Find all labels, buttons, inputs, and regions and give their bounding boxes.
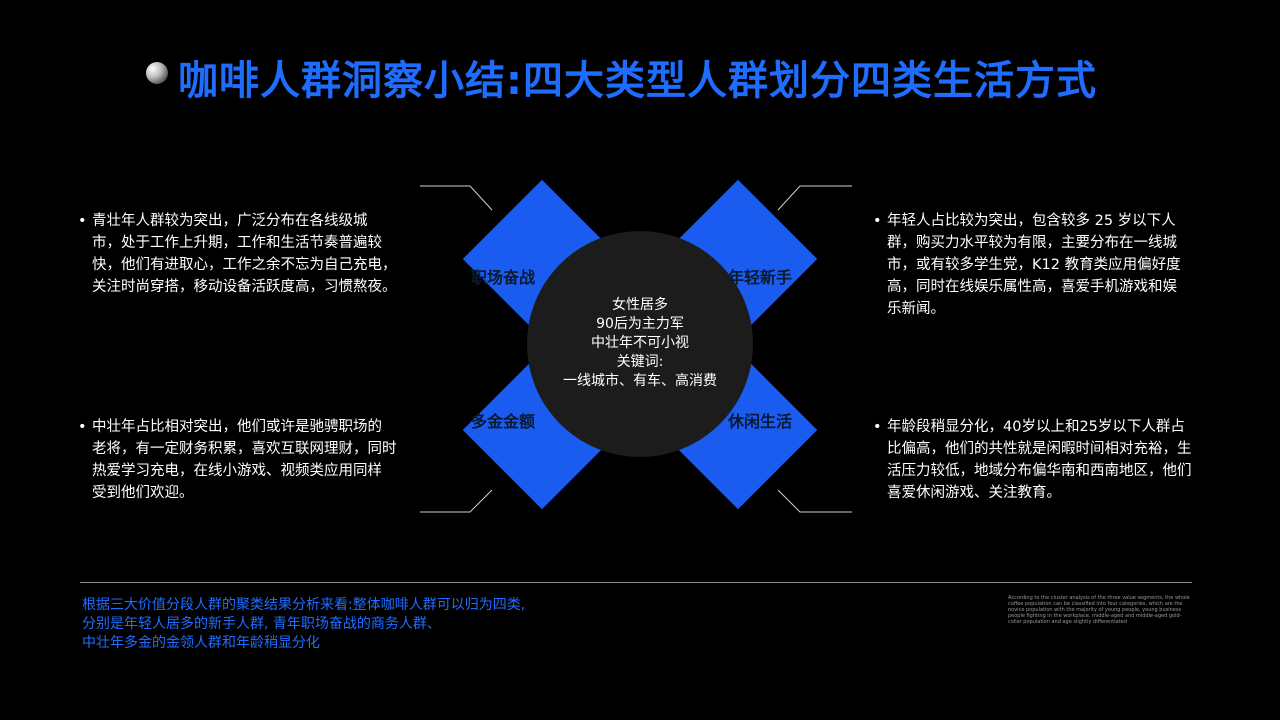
quadrant-top-left-label: 职场奋战 bbox=[471, 268, 536, 287]
description-line: 关注时尚穿搭，移动设备活跃度高，习惯熬夜。 bbox=[92, 279, 397, 295]
description-line: 群，购买力水平较为有限，主要分布在一线城 bbox=[887, 235, 1177, 251]
english-fine-print: According to the cluster analysis of the… bbox=[1008, 595, 1190, 625]
center-line: 中壮年不可小视 bbox=[591, 335, 689, 351]
description-line: 受到他们欢迎。 bbox=[92, 485, 194, 501]
description-line: 比偏高，他们的共性就是闲暇时间相对充裕，生 bbox=[887, 441, 1192, 457]
description-line: 活压力较低，地域分布偏华南和西南地区，他们 bbox=[887, 463, 1192, 479]
description-line: 高，同时在线娱乐属性高，喜爱手机游戏和娱 bbox=[887, 279, 1177, 295]
connector-bottom-left bbox=[420, 489, 493, 513]
description-bottom-right: • 年龄段稍显分化，40岁以上和25岁以下人群占 比偏高，他们的共性就是闲暇时间… bbox=[873, 416, 1217, 504]
connector-bottom-right bbox=[777, 489, 852, 513]
center-line: 女性居多 bbox=[612, 297, 668, 313]
connector-top-left bbox=[420, 185, 493, 211]
center-keywords: 女性居多 90后为主力军 中壮年不可小视 关键词: 一线城市、有车、高消费 bbox=[528, 296, 752, 391]
connector-top-right bbox=[777, 185, 852, 211]
page-title: 咖啡人群洞察小结:四大类型人群划分四类生活方式 bbox=[178, 58, 1097, 104]
description-line: 年轻人占比较为突出，包含较多 25 岁以下人 bbox=[887, 213, 1176, 229]
center-line: 一线城市、有车、高消费 bbox=[563, 373, 717, 389]
bullet-icon: • bbox=[78, 213, 87, 229]
center-line: 关键词: bbox=[616, 354, 664, 370]
bullet-icon: • bbox=[873, 419, 882, 435]
description-line: 老将，有一定财务积累，喜欢互联网理财，同时 bbox=[92, 441, 397, 457]
description-line: 市，处于工作上升期，工作和生活节奏普遍较 bbox=[92, 235, 382, 251]
center-circle bbox=[527, 231, 753, 457]
summary-line: 根据三大价值分段人群的聚类结果分析来看:整体咖啡人群可以归为四类, bbox=[82, 597, 526, 613]
description-top-left: • 青壮年人群较为突出，广泛分布在各线级城 市，处于工作上升期，工作和生活节奏普… bbox=[78, 210, 432, 298]
bullet-icon: • bbox=[78, 419, 87, 435]
description-line: 热爱学习充电，在线小游戏、视频类应用同样 bbox=[92, 463, 382, 479]
description-line: 年龄段稍显分化，40岁以上和25岁以下人群占 bbox=[887, 419, 1185, 435]
center-line: 90后为主力军 bbox=[596, 316, 684, 332]
summary-line: 中壮年多金的金领人群和年龄稍显分化 bbox=[82, 635, 320, 651]
description-line: 乐新闻。 bbox=[887, 301, 945, 317]
title-bullet-icon bbox=[146, 62, 168, 84]
description-line: 市，或有较多学生党，K12 教育类应用偏好度 bbox=[887, 257, 1181, 273]
quadrant-bottom-right-label: 休闲生活 bbox=[728, 412, 793, 431]
description-line: 喜爱休闲游戏、关注教育。 bbox=[887, 485, 1061, 501]
quadrant-bottom-left-label: 多金金额 bbox=[471, 412, 536, 431]
quadrant-top-right-label: 年轻新手 bbox=[728, 268, 793, 287]
summary-line: 分别是年轻人居多的新手人群, 青年职场奋战的商务人群、 bbox=[82, 616, 441, 632]
footer-divider bbox=[80, 582, 1192, 583]
description-line: 中壮年占比相对突出，他们或许是驰骋职场的 bbox=[92, 419, 382, 435]
description-line: 青壮年人群较为突出，广泛分布在各线级城 bbox=[92, 213, 368, 229]
description-bottom-left: • 中壮年占比相对突出，他们或许是驰骋职场的 老将，有一定财务积累，喜欢互联网理… bbox=[78, 416, 432, 504]
description-top-right: • 年轻人占比较为突出，包含较多 25 岁以下人 群，购买力水平较为有限，主要分… bbox=[873, 210, 1217, 320]
description-line: 快，他们有进取心，工作之余不忘为自己充电， bbox=[92, 257, 397, 273]
bullet-icon: • bbox=[873, 213, 882, 229]
summary-text: 根据三大价值分段人群的聚类结果分析来看:整体咖啡人群可以归为四类, 分别是年轻人… bbox=[82, 596, 525, 653]
